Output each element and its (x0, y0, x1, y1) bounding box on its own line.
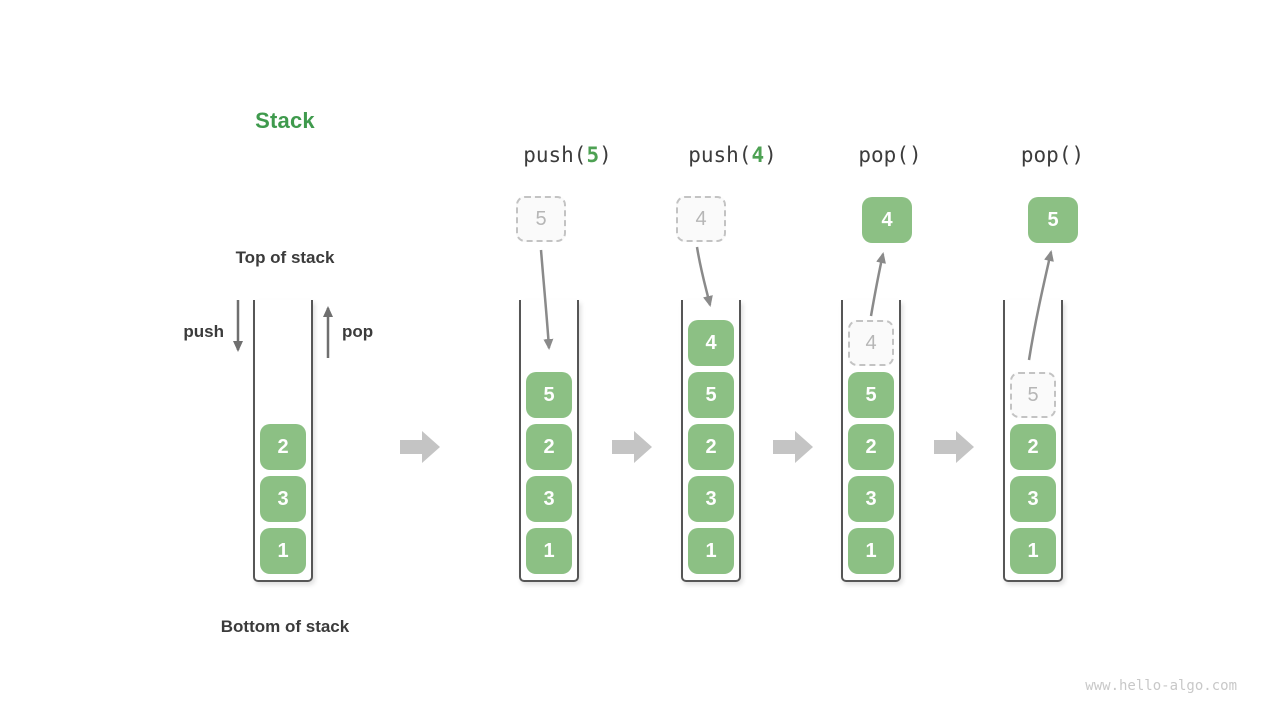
transition-arrow-icon (934, 431, 974, 463)
stack-cell-popped: 5 (1010, 372, 1056, 418)
pop-label: pop (342, 322, 374, 341)
stack-cell: 1 (848, 528, 894, 574)
stack-cell: 2 (688, 424, 734, 470)
pop2-result-box: 5 (1028, 197, 1078, 243)
op-label-pop1: pop() (815, 143, 965, 169)
stack-cell: 5 (688, 372, 734, 418)
diagram-title: Stack (255, 108, 315, 133)
op-text: ) (764, 143, 777, 167)
transition-arrow-icon (612, 431, 652, 463)
op-text: push( (523, 143, 587, 167)
stack-cell: 1 (526, 528, 572, 574)
push5-operand-box: 5 (516, 196, 566, 242)
stack-cell: 3 (526, 476, 572, 522)
stack-cell: 1 (1010, 528, 1056, 574)
stack-cell: 5 (526, 372, 572, 418)
op-text: pop() (1020, 143, 1085, 167)
stack-cell: 4 (688, 320, 734, 366)
push4-operand-box: 4 (676, 196, 726, 242)
bottom-of-stack-label: Bottom of stack (220, 617, 350, 636)
op-operand: 4 (751, 143, 765, 167)
stack-cell: 2 (526, 424, 572, 470)
stack-cell: 3 (260, 476, 306, 522)
push4-flow-arrow-icon (695, 246, 713, 307)
stack-cell: 1 (688, 528, 734, 574)
stack-cell: 2 (1010, 424, 1056, 470)
op-text: ) (599, 143, 612, 167)
transition-arrow-icon (400, 431, 440, 463)
pop1-result-box: 4 (862, 197, 912, 243)
op-label-pop2: pop() (975, 143, 1130, 169)
stack-cell: 3 (848, 476, 894, 522)
stack-cell-popped: 4 (848, 320, 894, 366)
watermark: www.hello-algo.com (1085, 678, 1237, 694)
stack-cell: 5 (848, 372, 894, 418)
stack-cell: 1 (260, 528, 306, 574)
stack-cell: 3 (688, 476, 734, 522)
stack-cell: 3 (1010, 476, 1056, 522)
push-label: push (183, 322, 224, 341)
stack-cell: 2 (260, 424, 306, 470)
transition-arrow-icon (773, 431, 813, 463)
op-text: pop() (858, 143, 922, 167)
stack-cell: 2 (848, 424, 894, 470)
op-operand: 5 (586, 143, 600, 167)
op-label-push4: push(4) (655, 143, 810, 169)
op-label-push5: push(5) (490, 143, 645, 169)
top-of-stack-label: Top of stack (235, 248, 335, 267)
op-text: push( (688, 143, 752, 167)
